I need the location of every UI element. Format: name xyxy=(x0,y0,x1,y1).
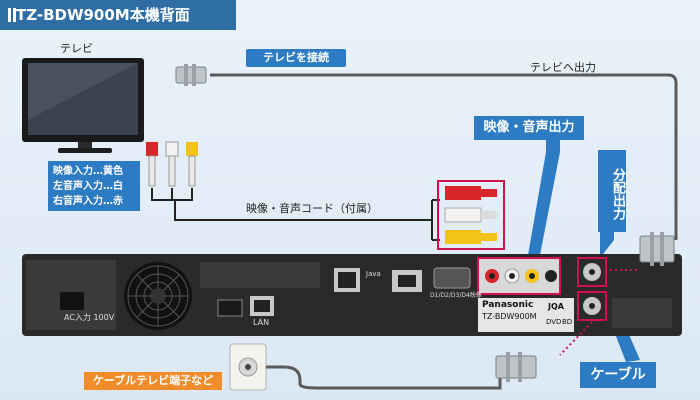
split-output-label: 分配出力 xyxy=(598,150,626,232)
rca-plugs-tv-side xyxy=(146,141,198,187)
cable-label: ケーブル xyxy=(580,362,656,388)
cable-terminal-label: ケーブルテレビ端子など xyxy=(84,372,222,390)
connect-tv-label: テレビを接続 xyxy=(246,49,346,67)
model-label: TZ-BDW900M xyxy=(482,312,537,321)
rca-plugs-device-side xyxy=(437,180,505,250)
lan-label: LAN xyxy=(253,318,270,327)
wall-terminal-icon xyxy=(229,343,267,391)
tv-icon xyxy=(22,58,144,153)
page-title: TZ-BDW900M本機背面 xyxy=(0,0,236,30)
bd-label: BD xyxy=(562,318,573,326)
ac-input-label: AC入力 100V xyxy=(64,313,115,322)
jqa-label: JQA xyxy=(548,302,564,311)
title-mark-icon xyxy=(8,8,11,22)
brand-label: Panasonic xyxy=(482,300,534,310)
av-output-label: 映像・音声出力 xyxy=(474,116,584,140)
legend-video: 映像入力…黄色 xyxy=(53,166,123,177)
cable-connector xyxy=(495,352,537,382)
rca-color-legend: 映像入力…黄色 左音声入力…白 右音声入力…赤 xyxy=(48,161,140,211)
java-label: Java xyxy=(366,270,381,278)
legend-audio-left: 左音声入力…白 xyxy=(53,181,123,192)
av-callout-pointer xyxy=(528,139,560,255)
recorder-back-panel xyxy=(22,254,682,336)
tv-cable-line xyxy=(210,73,678,240)
tv-antenna-connector xyxy=(175,64,207,86)
component-label: D1/D2/D3/D4映像 xyxy=(430,292,482,299)
to-tv-label: テレビへ出力 xyxy=(530,61,596,74)
dvd-label: DVD xyxy=(546,318,562,326)
split-out-connector xyxy=(639,232,675,266)
tv-label: テレビ xyxy=(60,42,93,55)
av-cord-label: 映像・音声コード（付属） xyxy=(246,202,378,215)
legend-audio-right: 右音声入力…赤 xyxy=(53,196,123,207)
